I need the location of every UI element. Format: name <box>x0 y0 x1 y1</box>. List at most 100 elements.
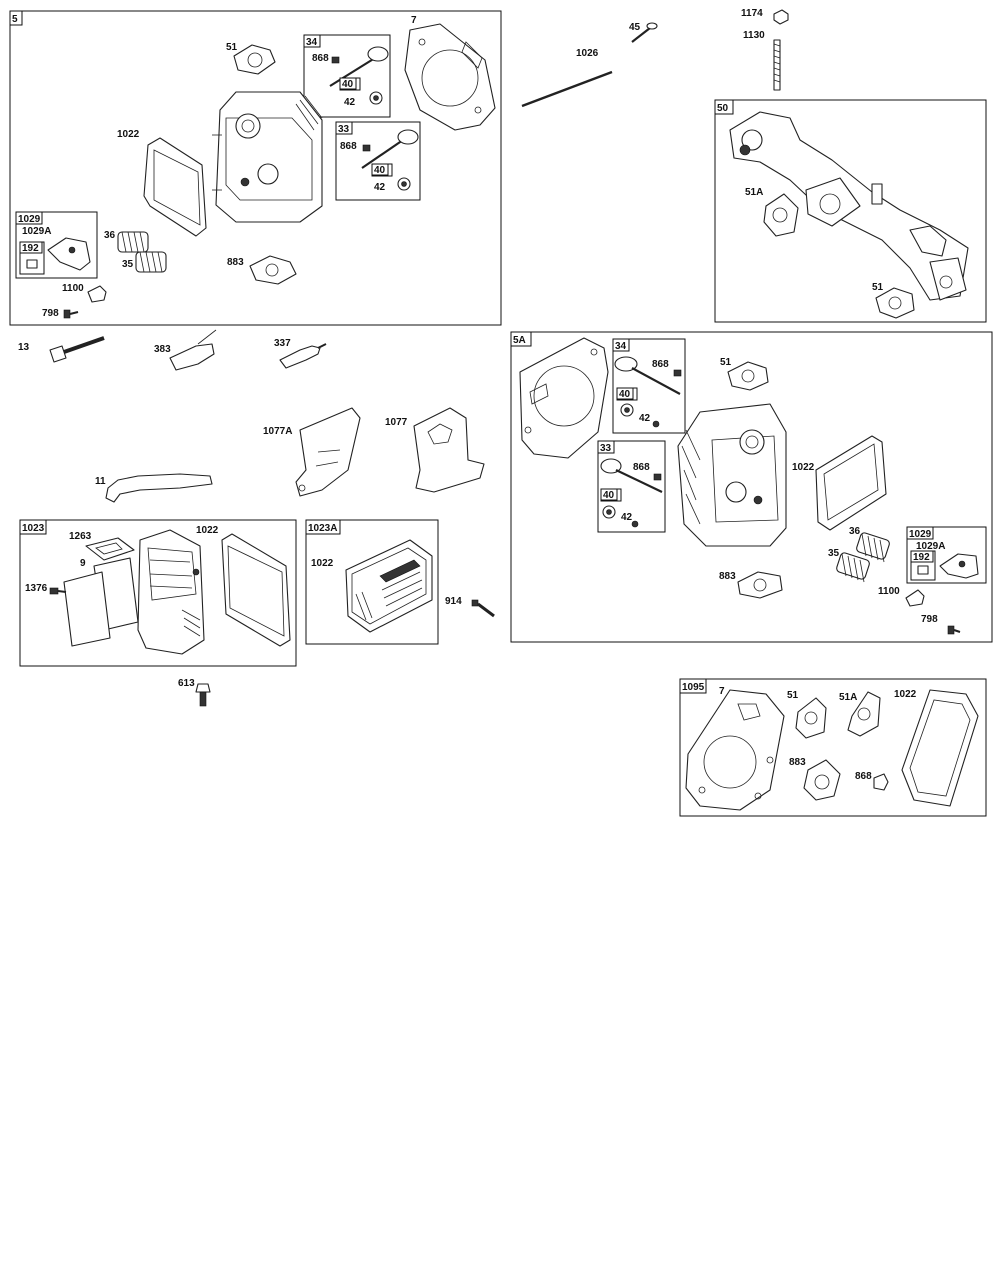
callout-7: 7 <box>411 15 417 26</box>
part-1100 <box>905 589 925 607</box>
callout-1022: 1022 <box>792 462 815 473</box>
callout-1022: 1022 <box>311 558 334 569</box>
callout-1100: 1100 <box>878 586 900 597</box>
rocker-cover-briggs <box>345 539 433 633</box>
callout-11: 11 <box>95 476 106 487</box>
callout-13: 13 <box>18 342 30 353</box>
rocker-cover-gasket-1022 <box>221 533 291 647</box>
callout-35: 35 <box>122 259 134 270</box>
group-40-label: 40 <box>342 79 354 90</box>
valve-spring-35 <box>836 552 870 583</box>
callout-868: 868 <box>855 771 872 782</box>
callout-1174: 1174 <box>741 8 763 19</box>
callout-1077A: 1077A <box>263 426 292 437</box>
callout-51: 51 <box>787 690 799 701</box>
callout-868: 868 <box>633 462 650 473</box>
callout-7: 7 <box>719 686 725 697</box>
group-40-label: 40 <box>374 165 386 176</box>
group-1029-label: 1029 <box>18 214 41 225</box>
callout-613: 613 <box>178 678 195 689</box>
part-1100 <box>87 285 107 303</box>
group-192-label: 192 <box>22 243 39 254</box>
callout-883: 883 <box>227 257 244 268</box>
callout-1100: 1100 <box>62 283 84 294</box>
gasket-883 <box>803 759 841 801</box>
callout-914: 914 <box>445 596 462 607</box>
group-1029-label: 1029 <box>909 529 932 540</box>
rocker-cover-gasket-1022 <box>815 435 887 531</box>
valve-spring-36 <box>856 532 890 563</box>
gasket-883 <box>249 255 297 285</box>
head-gasket-7 <box>519 337 609 459</box>
callout-337: 337 <box>274 338 291 349</box>
callout-42: 42 <box>639 413 651 424</box>
head-gasket-7 <box>685 689 785 811</box>
cylinder-head <box>677 403 787 547</box>
callout-798: 798 <box>921 614 938 625</box>
callout-42: 42 <box>344 97 356 108</box>
gasket-51A <box>847 691 881 737</box>
gasket-51 <box>727 361 769 391</box>
group-192-label: 192 <box>913 552 930 563</box>
group-33-label: 33 <box>338 124 350 135</box>
callout-1029A: 1029A <box>22 226 51 237</box>
group-50: 50 51A 51 <box>714 99 987 323</box>
seal-868 <box>873 773 889 791</box>
loose-parts-top: 45 1026 1174 1130 <box>521 8 789 108</box>
gasket-51 <box>233 44 276 75</box>
callout-868: 868 <box>340 141 357 152</box>
callout-51A: 51A <box>745 187 763 198</box>
callout-1130: 1130 <box>743 30 765 41</box>
callout-868: 868 <box>652 359 669 370</box>
callout-1022: 1022 <box>196 525 219 536</box>
cover-plate <box>63 571 111 647</box>
callout-1263: 1263 <box>69 531 92 542</box>
group-1095: 1095 7 51 51A 1022 883 868 <box>679 678 987 817</box>
callout-1022: 1022 <box>894 689 917 700</box>
group-34-label: 34 <box>615 341 627 352</box>
gasket-51A <box>763 193 799 237</box>
group-5A-label: 5A <box>513 335 526 346</box>
cylinder-head <box>212 91 323 223</box>
gasket-51 <box>875 287 915 319</box>
callout-9: 9 <box>80 558 86 569</box>
callout-45: 45 <box>629 22 641 33</box>
group-40-label: 40 <box>619 389 631 400</box>
group-5-label: 5 <box>12 14 18 25</box>
bolt-613: 613 <box>178 678 211 707</box>
group-5: 5 51 7 34 868 40 42 33 868 40 4 <box>9 10 502 326</box>
group-1023: 1023 1263 9 1376 1022 <box>19 519 297 667</box>
callout-36: 36 <box>849 526 861 537</box>
group-1095-label: 1095 <box>682 682 705 693</box>
rocker-cover-gasket-1022 <box>143 137 207 237</box>
group-50-label: 50 <box>717 103 729 114</box>
valve-spring-35 <box>135 251 167 273</box>
callout-868: 868 <box>312 53 329 64</box>
callout-383: 383 <box>154 344 171 355</box>
intake-manifold <box>729 111 969 301</box>
group-1023A-label: 1023A <box>308 523 337 534</box>
callout-42: 42 <box>621 512 633 523</box>
head-gasket-7 <box>404 23 496 131</box>
group-5A: 5A 7 34 868 40 42 33 868 40 42 <box>510 331 993 643</box>
callout-36: 36 <box>104 230 116 241</box>
valve-spring-36 <box>117 231 149 253</box>
bolt-13 <box>49 345 67 363</box>
group-1023-label: 1023 <box>22 523 45 534</box>
callout-51: 51 <box>872 282 884 293</box>
callout-35: 35 <box>828 548 840 559</box>
group-1023A: 1023A 1022 914 <box>305 519 495 645</box>
bracket-1077 <box>413 407 485 493</box>
callout-1376: 1376 <box>25 583 48 594</box>
bracket-1077A <box>295 407 361 497</box>
loose-parts-middle: 13 383 337 1077A 1077 11 <box>18 329 485 503</box>
group-33-label: 33 <box>600 443 612 454</box>
callout-51: 51 <box>226 42 238 53</box>
callout-42: 42 <box>374 182 386 193</box>
callout-1029A: 1029A <box>916 541 945 552</box>
spark-plug-337 <box>279 345 321 369</box>
callout-1022: 1022 <box>117 129 140 140</box>
callout-51A: 51A <box>839 692 857 703</box>
callout-1026: 1026 <box>576 48 599 59</box>
